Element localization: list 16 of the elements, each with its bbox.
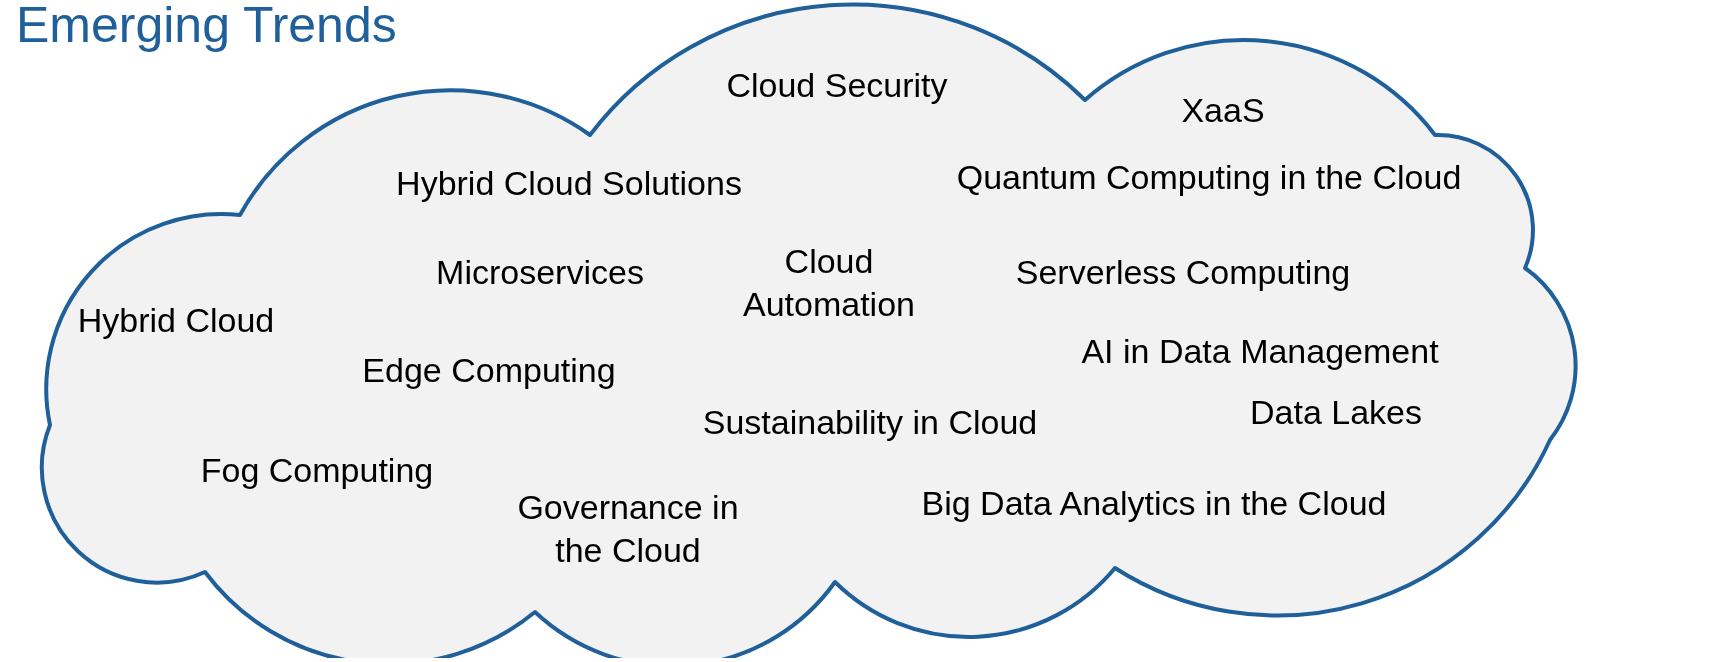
trend-text: XaaS: [1181, 89, 1265, 131]
trend-text: Cloud Security: [726, 64, 948, 106]
trend-text: Big Data Analytics in the Cloud: [921, 482, 1387, 524]
trend-text: Hybrid Cloud Solutions: [396, 162, 742, 204]
trend-text: Serverless Computing: [1015, 251, 1351, 293]
trend-text: Data Lakes: [1250, 391, 1422, 433]
trend-text: Sustainability in Cloud: [702, 401, 1038, 443]
trend-text: Edge Computing: [362, 349, 616, 391]
trend-text: Fog Computing: [200, 449, 434, 491]
trend-text: Quantum Computing in the Cloud: [956, 156, 1462, 198]
trend-text: AI in Data Management: [1081, 330, 1439, 372]
title: Emerging Trends: [16, 0, 397, 55]
trend-text: Cloud Automation: [742, 240, 916, 324]
trend-text: Hybrid Cloud: [77, 299, 275, 341]
trend-text: Governance in the Cloud: [516, 486, 740, 570]
trend-text: Microservices: [436, 251, 644, 293]
